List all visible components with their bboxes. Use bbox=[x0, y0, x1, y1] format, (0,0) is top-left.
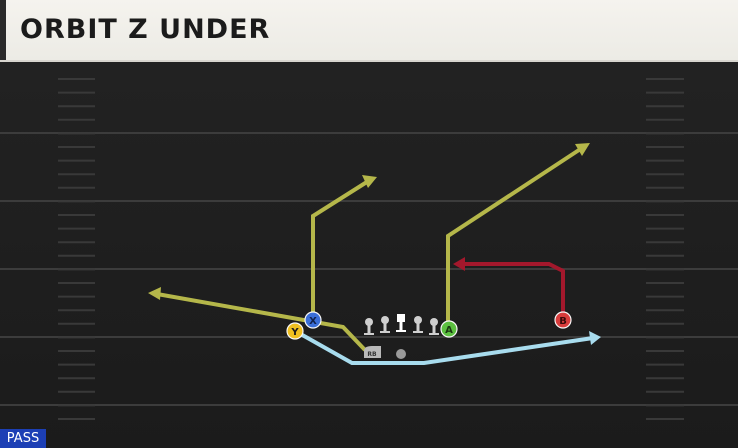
y-button-icon: Y bbox=[286, 322, 304, 340]
a-route bbox=[446, 146, 584, 326]
hash-marks-right bbox=[646, 78, 684, 420]
a-label: A bbox=[445, 325, 453, 336]
b-button-icon: B bbox=[554, 311, 572, 329]
y-label: Y bbox=[290, 327, 299, 338]
lineman-icon bbox=[364, 318, 374, 335]
yard-lines bbox=[0, 132, 738, 406]
lineman-icon bbox=[413, 316, 423, 333]
rb-route-arrow-icon bbox=[148, 287, 161, 300]
lineman-icon bbox=[429, 318, 439, 335]
routes bbox=[148, 143, 601, 365]
lineman-icon bbox=[380, 316, 390, 333]
x-route bbox=[311, 178, 372, 315]
x-label: X bbox=[309, 316, 317, 327]
title-accent bbox=[0, 0, 6, 60]
play-type-badge: PASS bbox=[0, 429, 46, 448]
b-route bbox=[462, 262, 565, 314]
x-route-arrow-icon bbox=[362, 175, 377, 188]
title-bar: ORBIT Z UNDER bbox=[0, 0, 738, 62]
offensive-line bbox=[364, 314, 439, 335]
play-title: ORBIT Z UNDER bbox=[20, 14, 271, 45]
rb-bumper-icon: RB bbox=[364, 346, 381, 358]
qb-marker-icon bbox=[396, 349, 406, 359]
a-button-icon: A bbox=[440, 320, 458, 338]
center-icon bbox=[396, 314, 406, 332]
y-under-route bbox=[296, 330, 594, 365]
field-surface bbox=[0, 62, 738, 448]
a-route-arrow-icon bbox=[575, 143, 590, 156]
b-route-arrow-icon bbox=[453, 257, 465, 271]
play-field: RB Y X A B bbox=[0, 62, 738, 448]
y-route-arrow-icon bbox=[589, 331, 601, 345]
hash-marks-left bbox=[58, 78, 95, 420]
b-label: B bbox=[559, 316, 567, 327]
x-button-icon: X bbox=[304, 311, 322, 329]
rb-label: RB bbox=[367, 351, 377, 358]
rb-orbit-route bbox=[156, 292, 367, 352]
